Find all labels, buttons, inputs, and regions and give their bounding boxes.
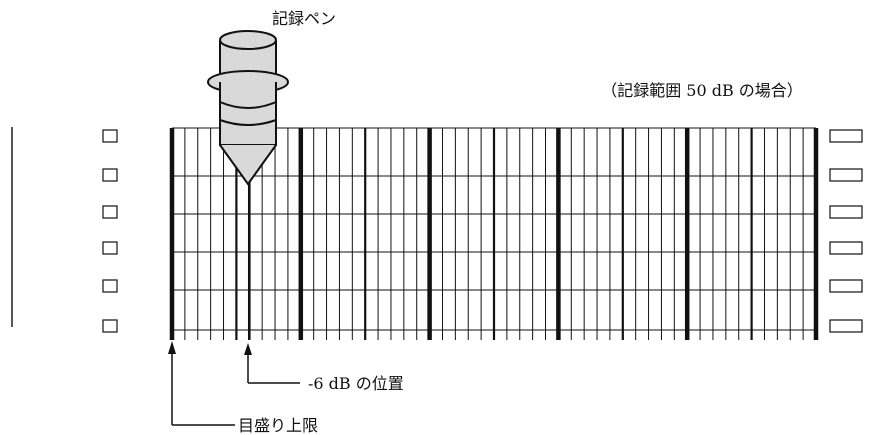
scale-top-label: 目盛り上限 — [238, 416, 318, 435]
sprocket-hole — [829, 319, 863, 333]
sprocket-hole — [829, 279, 863, 293]
pen-label: 記録ペン — [272, 9, 336, 28]
sprocket-hole — [829, 168, 863, 182]
sprocket-holes-right — [829, 129, 863, 333]
sprocket-hole — [102, 205, 118, 219]
sprocket-hole — [102, 129, 118, 143]
sprocket-hole — [829, 205, 863, 219]
sprocket-hole — [102, 168, 118, 182]
sprocket-hole — [829, 241, 863, 255]
minus6-label: -6 dB の位置 — [308, 374, 404, 393]
sprocket-hole — [102, 279, 118, 293]
scale-top-marker — [168, 341, 235, 426]
sprocket-hole — [102, 319, 118, 333]
recording-pen — [207, 30, 289, 186]
sprocket-hole — [829, 129, 863, 143]
recording-grid — [169, 127, 819, 340]
sprocket-hole — [102, 241, 118, 255]
range-note: （記録範囲 50 dB の場合） — [601, 81, 803, 100]
minus6-marker — [244, 343, 300, 384]
sprocket-holes-left — [102, 129, 118, 333]
